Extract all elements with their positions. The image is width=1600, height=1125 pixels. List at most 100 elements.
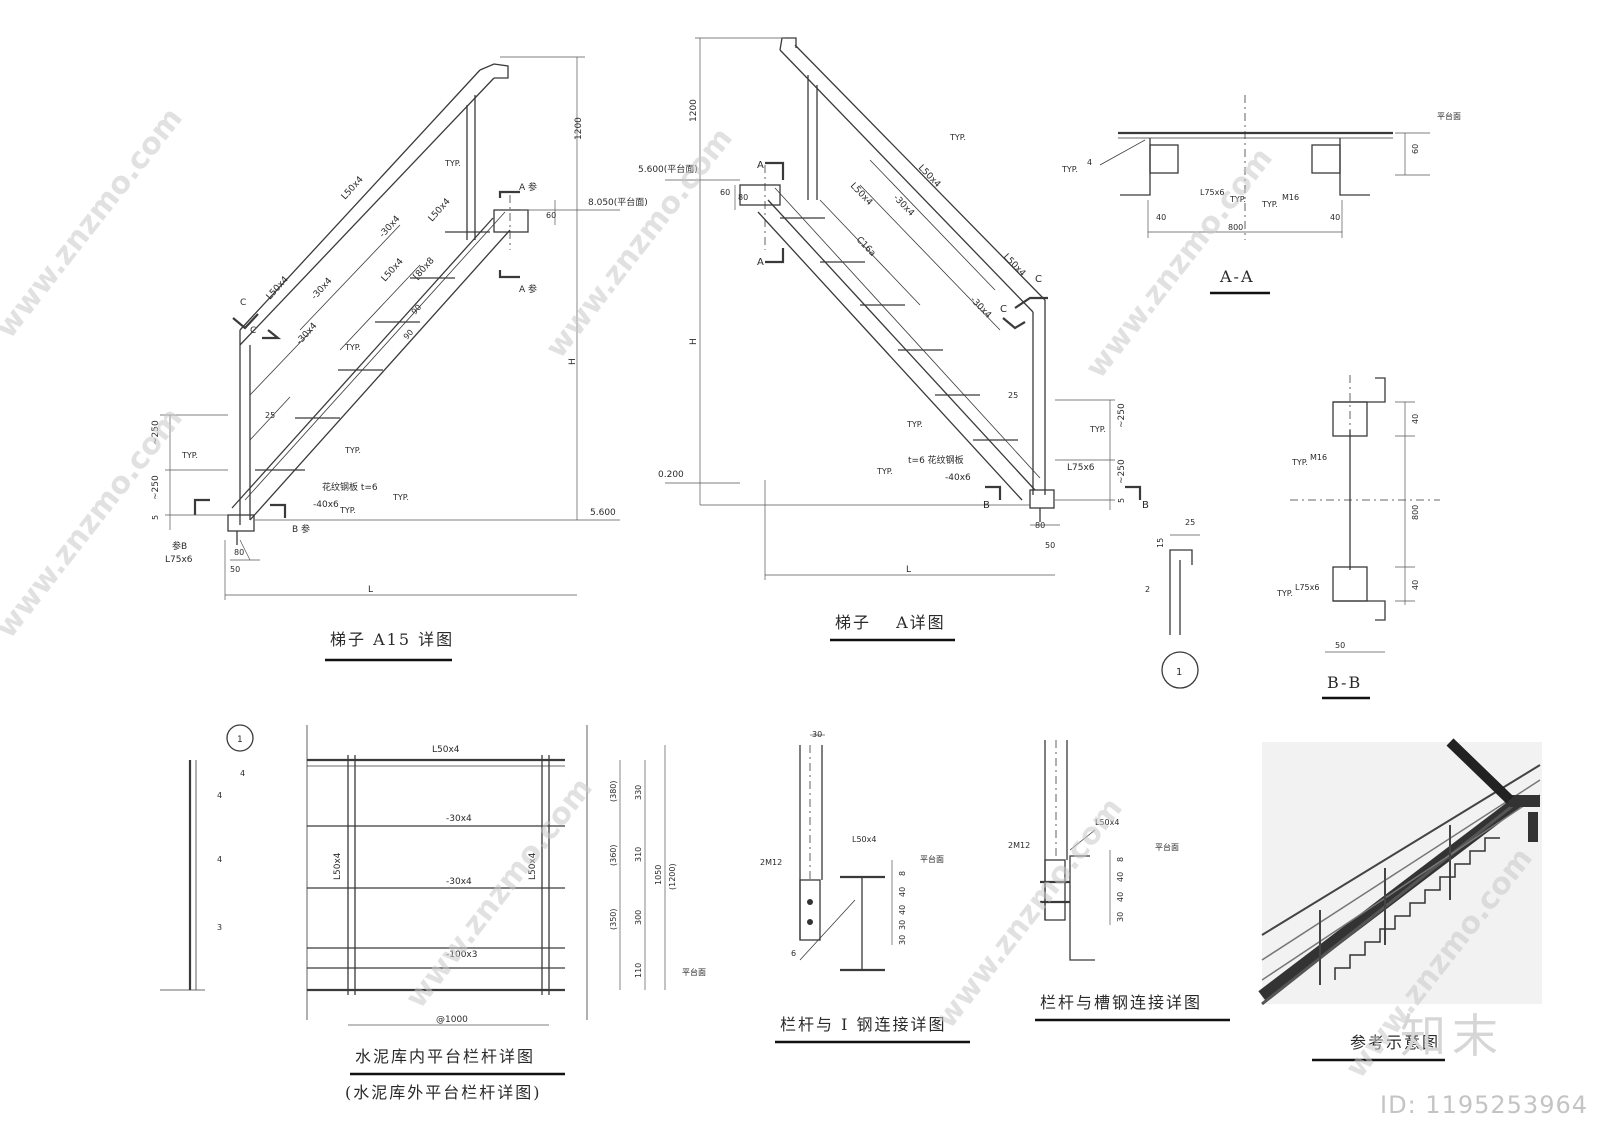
a15-elev-platform: 8.050(平台面) [588, 196, 648, 208]
a15-label-typ-3: TYP. [344, 446, 361, 455]
a15-label-typ-5: TYP. [392, 493, 409, 502]
channel-connection-view: 2M12 L50x4 平台面 8 40 40 30 栏杆与槽钢连接详图 [1008, 740, 1230, 1022]
a15-label-l50x4-low: L50x4 [265, 275, 291, 302]
bb-dim-50: 50 [1335, 641, 1345, 650]
a-label-l75x6: L75x6 [1067, 463, 1095, 473]
aa-label-platform: 平台面 [1437, 111, 1461, 121]
railing-dim-110: 110 [634, 963, 643, 978]
a-label-typ-4: TYP. [1089, 425, 1106, 434]
detail-1-view: 15 25 2 1 [1145, 518, 1200, 689]
aa-dim-40-left: 40 [1156, 213, 1166, 222]
a15-ref-b: B 参 [292, 523, 310, 535]
reference-title: 参考示意图 [1350, 1033, 1440, 1052]
bb-title: B-B [1327, 673, 1362, 692]
a15-label-30x4-b: -30x4 [295, 321, 320, 347]
a-dim-1200: 1200 [689, 99, 699, 122]
a-elev-platform: 5.600(平台面) [638, 163, 698, 175]
railing-title: 水泥库内平台栏杆详图 [355, 1047, 535, 1066]
a-label-l50x4-c: L50x4 [1001, 252, 1027, 279]
a-label-30x4-a: -30x4 [891, 193, 916, 219]
railing-view: 1 4 4 4 3 L50x4 -30x4 -30x4 -100x3 L50x4… [160, 724, 706, 1102]
a15-dim-50: 50 [230, 565, 240, 574]
ladder-a15-view: 1200 H L 8.050(平台面) 5.600 ~250 ~250 5 25… [151, 56, 648, 662]
railing-weld-4: 3 [217, 923, 222, 932]
ibeam-dim-40b: 40 [898, 905, 907, 915]
ibeam-connection-view: 2M12 L50x4 平台面 6 30 8 40 40 30 30 栏杆与 I … [760, 730, 970, 1044]
a15-dim-90b: 90 [402, 328, 416, 342]
a15-ref-b-left: 参B [172, 540, 187, 552]
reference-image: 参考示意图 [1258, 738, 1542, 1062]
railing-subtitle: (水泥库外平台栏杆详图) [345, 1083, 542, 1102]
watermark-site-2: www.znzmo.com [539, 121, 740, 365]
a15-dim-h: H [568, 358, 578, 365]
detail1-dim-25: 25 [1185, 518, 1195, 527]
aa-dim-60: 60 [1411, 144, 1420, 154]
railing-weld-2: 4 [217, 791, 222, 800]
channel-title: 栏杆与槽钢连接详图 [1040, 993, 1202, 1012]
railing-label-l50x4-right: L50x4 [528, 852, 538, 880]
a-cut-b-right: B [1142, 500, 1149, 511]
aa-label-m16: M16 [1282, 193, 1299, 202]
railing-label-l50x4-left: L50x4 [333, 852, 343, 880]
a-dim-l: L [906, 565, 911, 575]
ibeam-label-weld: 6 [791, 949, 796, 958]
ibeam-dim-30c: 30 [898, 935, 907, 945]
a15-elev-base: 5.600 [590, 508, 616, 518]
a-elev-base: 0.200 [658, 470, 684, 480]
railing-dim-380: (380) [609, 780, 618, 802]
aa-label-typ-left: TYP. [1061, 165, 1078, 174]
channel-label-platform: 平台面 [1155, 842, 1179, 852]
ibeam-dim-40a: 40 [898, 887, 907, 897]
a15-cut-c-left: C [240, 298, 246, 308]
detail1-dim-15: 15 [1156, 538, 1165, 548]
a-label-30x4-b: -30x4 [968, 295, 993, 321]
bb-dim-40-bottom: 40 [1411, 580, 1420, 590]
section-bb-view: TYP. M16 TYP. L75x6 800 40 40 50 B-B [1276, 375, 1440, 700]
channel-label-l50x4: L50x4 [1095, 818, 1119, 827]
ibeam-dim-8: 8 [898, 871, 907, 876]
a-label-plate: t=6 花纹钢板 [908, 454, 964, 466]
a15-dim-25: 25 [265, 411, 275, 420]
bb-label-m16: M16 [1310, 453, 1327, 462]
a15-ref-a-top: A 参 [519, 181, 537, 193]
railing-dim-350: (350) [609, 908, 618, 930]
a-title: 梯子 A详图 [835, 613, 946, 632]
channel-dim-40a: 40 [1116, 872, 1125, 882]
a15-ref-a-bottom: A 参 [519, 283, 537, 295]
channel-label-2m12: 2M12 [1008, 841, 1030, 850]
railing-dim-1200: (1200) [668, 863, 677, 890]
ibeam-label-l50x4: L50x4 [852, 835, 876, 844]
railing-dim-360: (360) [609, 844, 618, 866]
a-cut-a-bottom: A [757, 257, 764, 268]
a-label-typ-2: TYP. [906, 420, 923, 429]
ibeam-title: 栏杆与 I 钢连接详图 [780, 1015, 947, 1034]
a-dim-250a: ~250 [1117, 403, 1127, 428]
a15-cut-c-right: C [250, 326, 256, 336]
aa-dim-40-right: 40 [1330, 213, 1340, 222]
a-cut-b-left: B [983, 500, 990, 511]
railing-detail-mark: 1 [237, 735, 243, 745]
a15-dim-250a: ~250 [151, 420, 161, 445]
a15-label-30x4-a: -30x4 [378, 214, 403, 240]
a-dim-80: 80 [1035, 521, 1045, 530]
a15-dim-1200: 1200 [574, 117, 584, 140]
a15-label-l50x4-d: L50x4 [380, 257, 406, 284]
aa-title: A-A [1219, 267, 1255, 286]
bb-dim-800: 800 [1411, 505, 1420, 520]
watermark-site-3: www.znzmo.com [1079, 141, 1280, 385]
channel-dim-30: 30 [1116, 912, 1125, 922]
a15-dim-5: 5 [151, 515, 160, 520]
detail1-dim-2: 2 [1145, 585, 1150, 594]
aa-label-typ-right: TYP. [1261, 200, 1278, 209]
a15-label-typ-2: TYP. [344, 343, 361, 352]
a-label-typ-1: TYP. [949, 133, 966, 142]
brand-logo-watermark: 知末 [1400, 1009, 1504, 1063]
a15-dim-80: 80 [234, 548, 244, 557]
a-cut-c-bottom: C [1000, 304, 1007, 315]
a-dim-25: 25 [1008, 391, 1018, 400]
railing-dim-1050: 1050 [654, 865, 663, 885]
railing-dim-310: 310 [634, 847, 643, 862]
railing-weld-3: 4 [217, 855, 222, 864]
a-cut-c-top: C [1035, 274, 1042, 285]
watermark-site-5: www.znzmo.com [399, 771, 600, 1015]
